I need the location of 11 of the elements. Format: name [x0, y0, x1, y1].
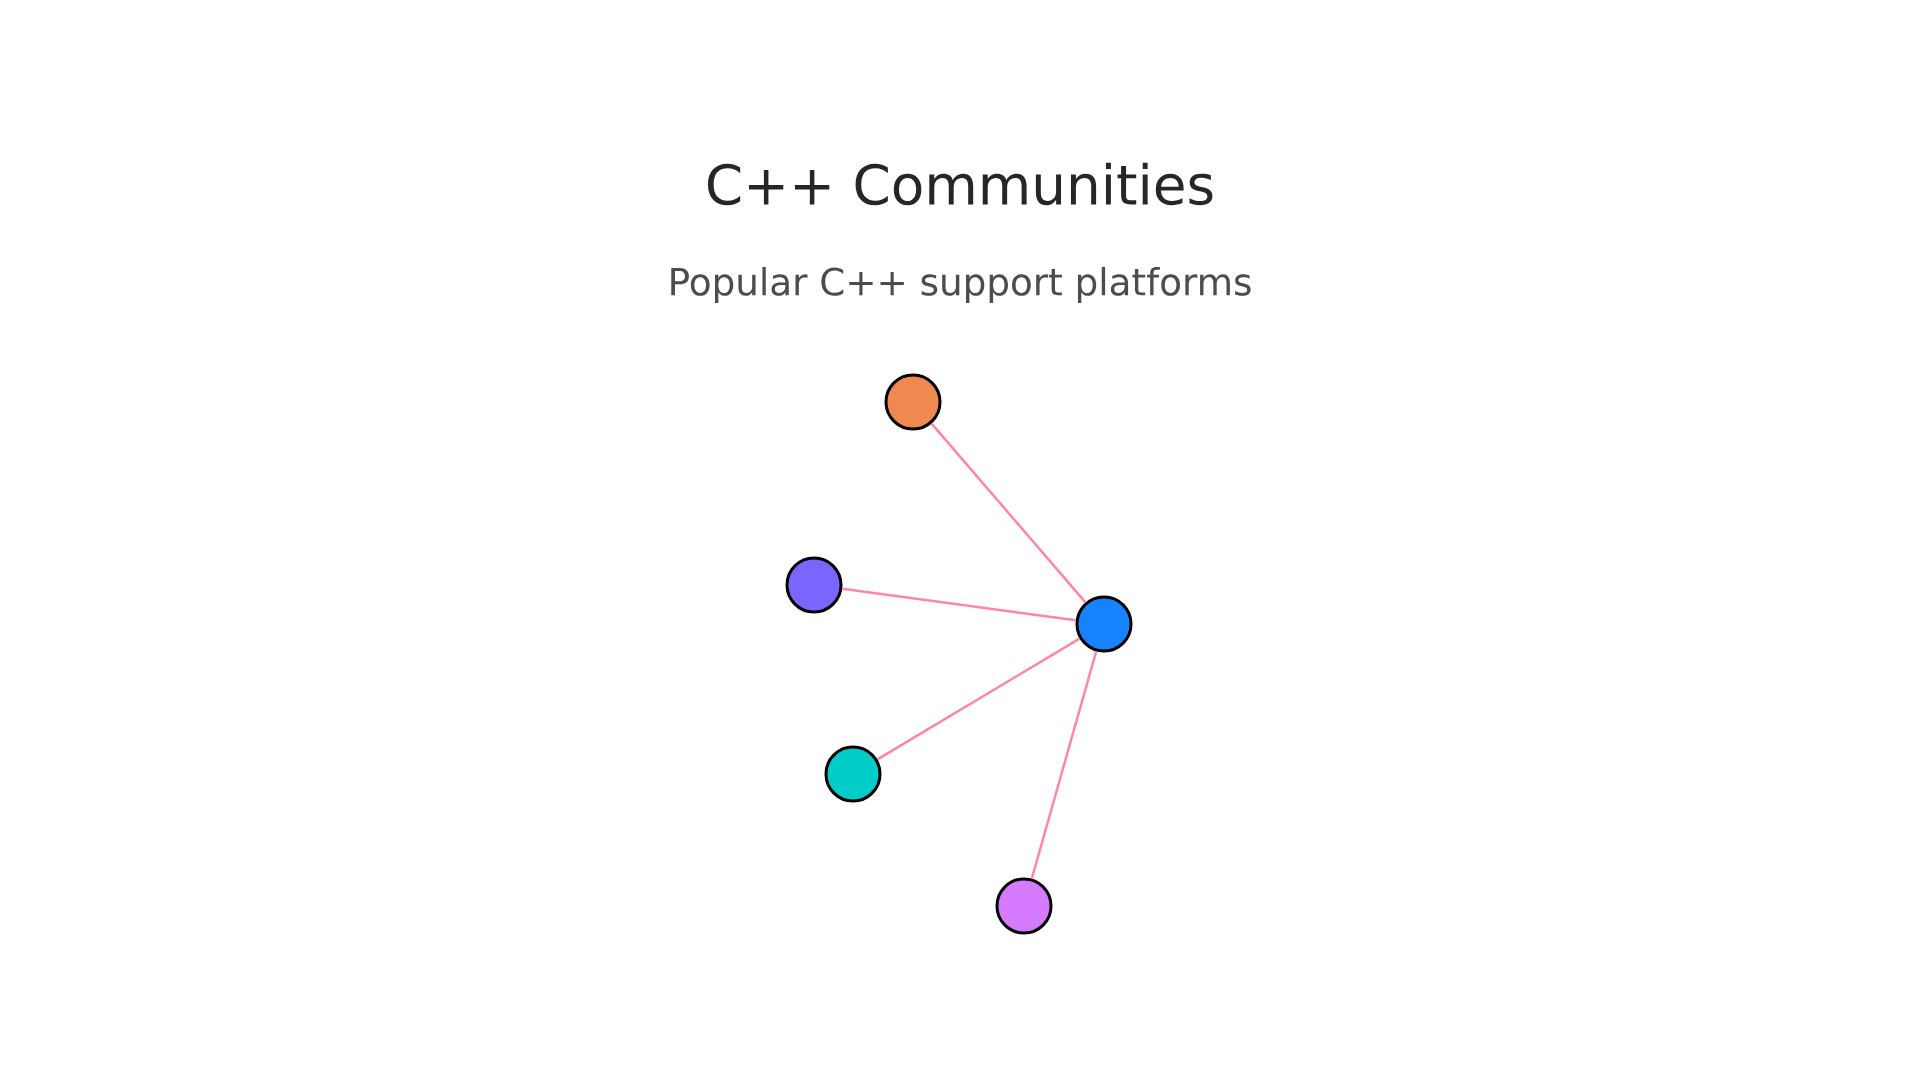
circle-node: [785, 556, 843, 614]
circle-node: [824, 745, 882, 803]
circle-node: [995, 877, 1053, 935]
connector-line: [1030, 651, 1098, 879]
connector-line: [842, 587, 1076, 622]
title: C++ Communities: [707, 162, 1213, 206]
subtitle: Popular C++ support platforms: [671, 266, 1251, 304]
circle-node: [1075, 595, 1133, 653]
connector-line: [930, 422, 1087, 604]
circle-node: [884, 373, 942, 431]
connector-line: [876, 637, 1081, 761]
